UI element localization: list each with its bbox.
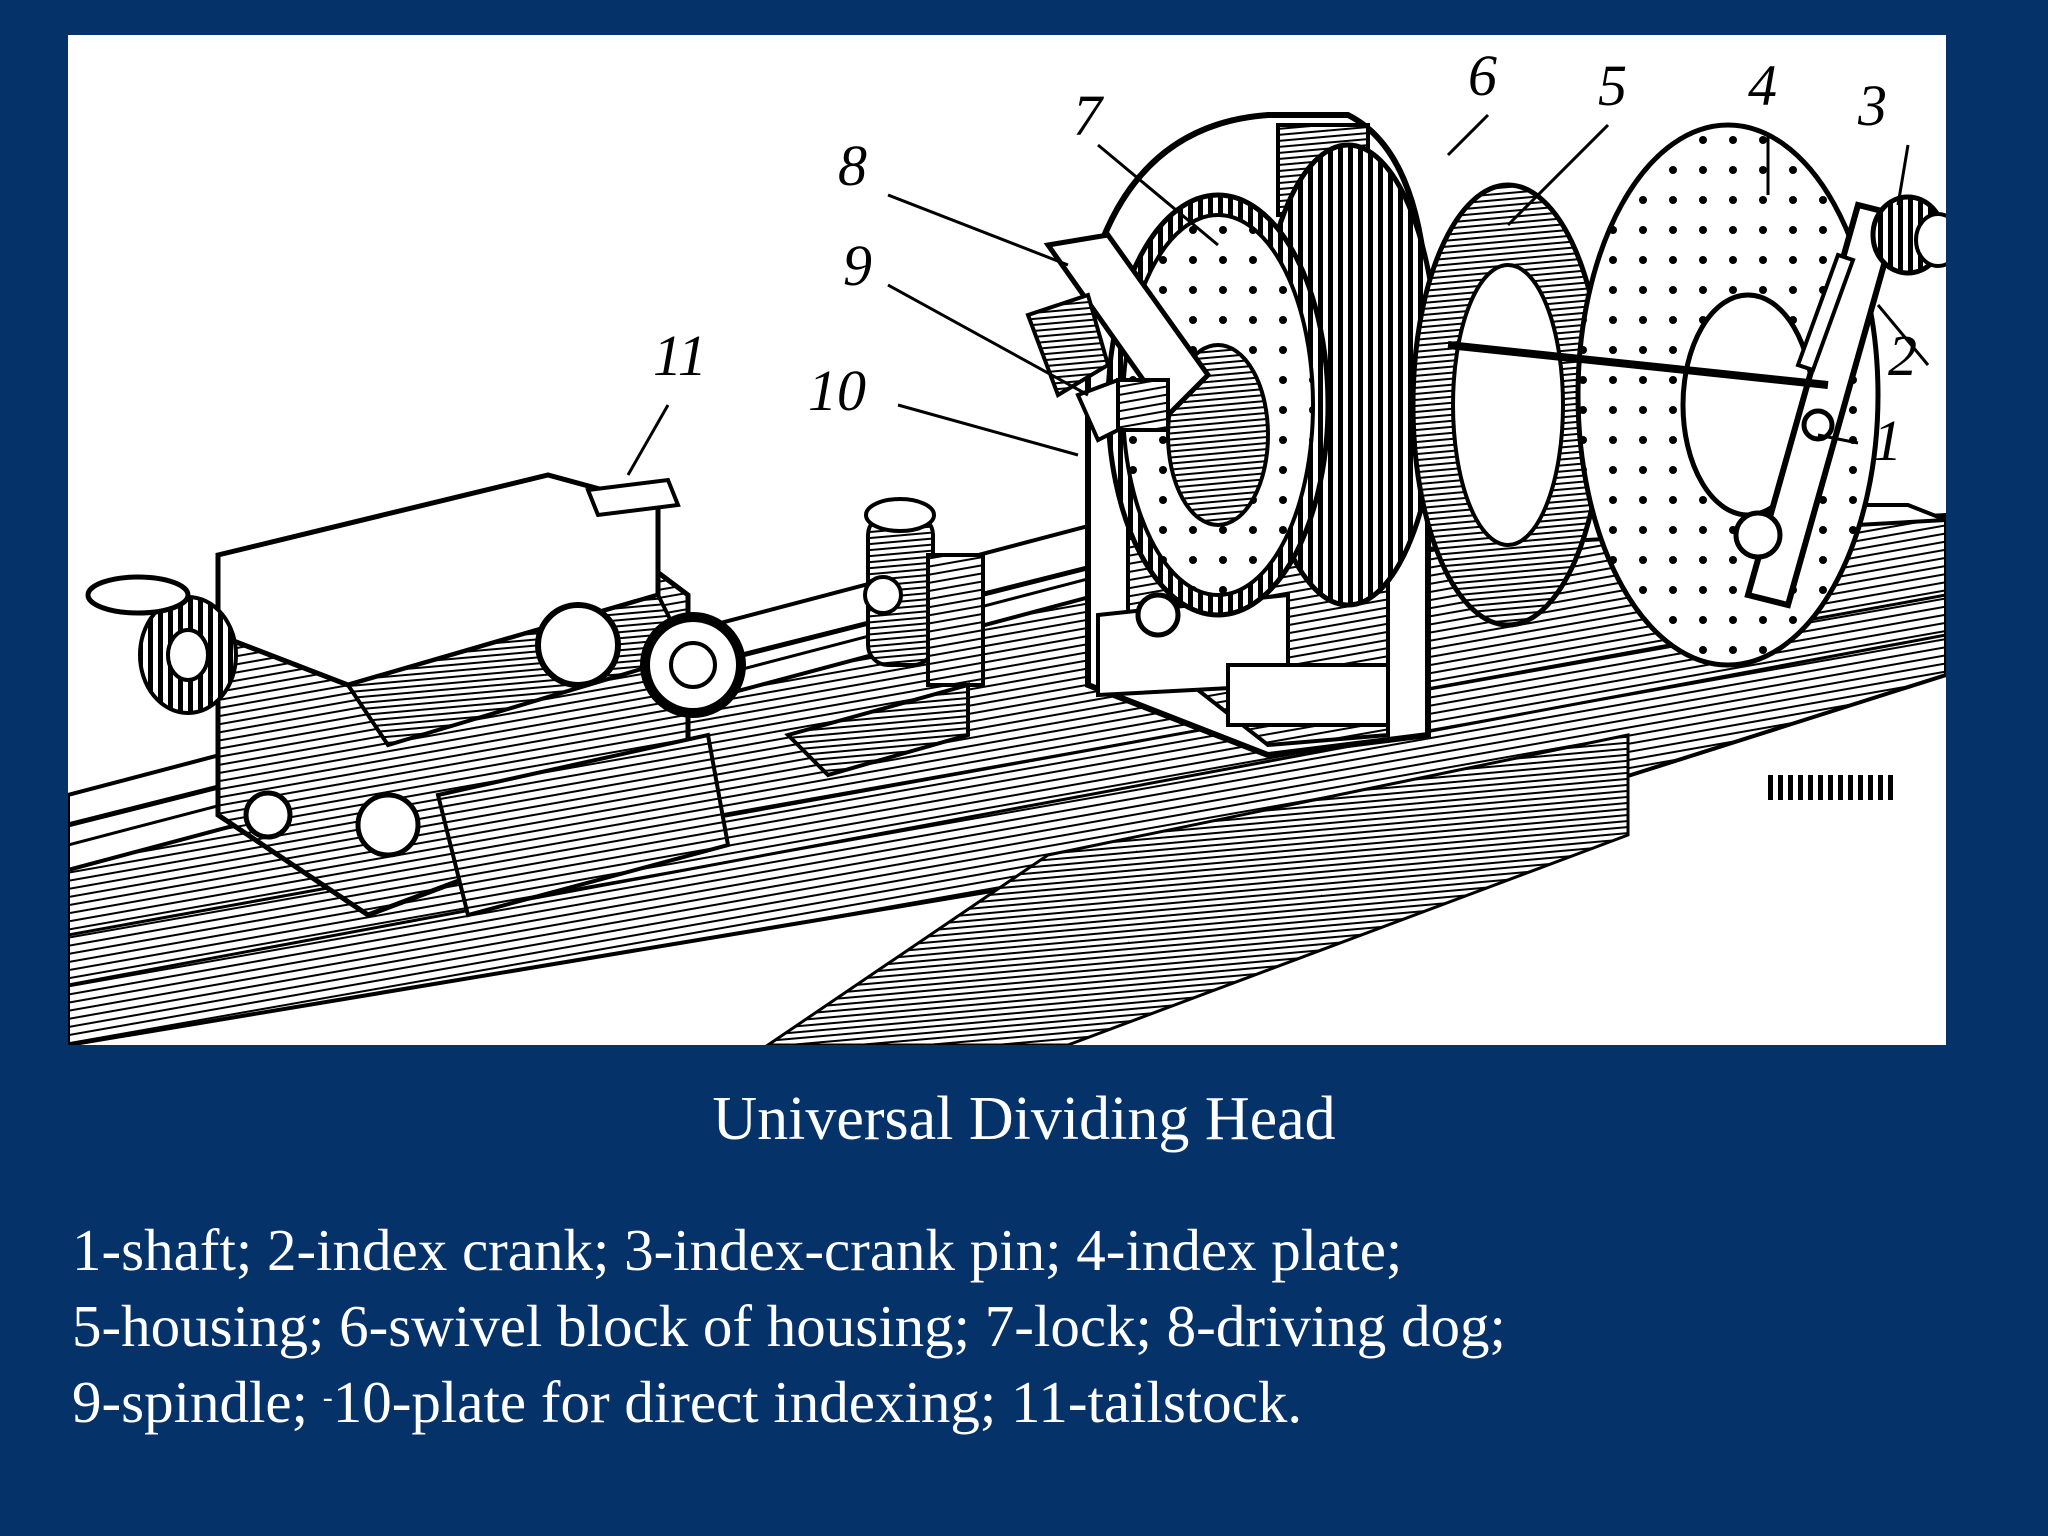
index-plate-and-crank (1447, 122, 1946, 668)
callout-10: 10 (808, 358, 866, 423)
legend-line-3-part-a: 9-spindle; (72, 1369, 323, 1435)
callout-4: 4 (1748, 53, 1777, 118)
figure-caption: Universal Dividing Head (712, 1085, 1336, 1153)
legend-line-3-part-b: 10-plate for direct indexing; 11-tailsto… (332, 1369, 1303, 1435)
dividing-head-illustration: 1 2 3 4 5 6 7 8 9 10 11 (68, 35, 1946, 1045)
legend-stray-mark: - (322, 1381, 333, 1414)
legend-line-2: 5-housing; 6-swivel block of housing; 7-… (72, 1293, 1506, 1359)
callout-2: 2 (1888, 323, 1917, 388)
callout-leaders (626, 113, 1930, 476)
callout-1: 1 (1873, 408, 1902, 473)
spindle-assembly (1025, 192, 1331, 618)
callout-7: 7 (1073, 83, 1104, 148)
legend-line-1: 1-shaft; 2-index crank; 3-index-crank pi… (72, 1217, 1403, 1283)
callout-numbers: 1 2 3 4 5 6 7 8 9 10 11 (653, 43, 1917, 473)
parts-legend: 1-shaft; 2-index crank; 3-index-crank pi… (72, 1212, 2012, 1440)
callout-11: 11 (653, 323, 707, 388)
callout-8: 8 (838, 133, 867, 198)
callout-3: 3 (1857, 73, 1887, 138)
center-support (784, 497, 985, 778)
callout-9: 9 (843, 233, 872, 298)
tailstock (85, 472, 746, 918)
callout-6: 6 (1468, 43, 1497, 108)
callout-5: 5 (1598, 53, 1627, 118)
legend-line-3: 9-spindle; -10-plate for direct indexing… (72, 1364, 2012, 1440)
